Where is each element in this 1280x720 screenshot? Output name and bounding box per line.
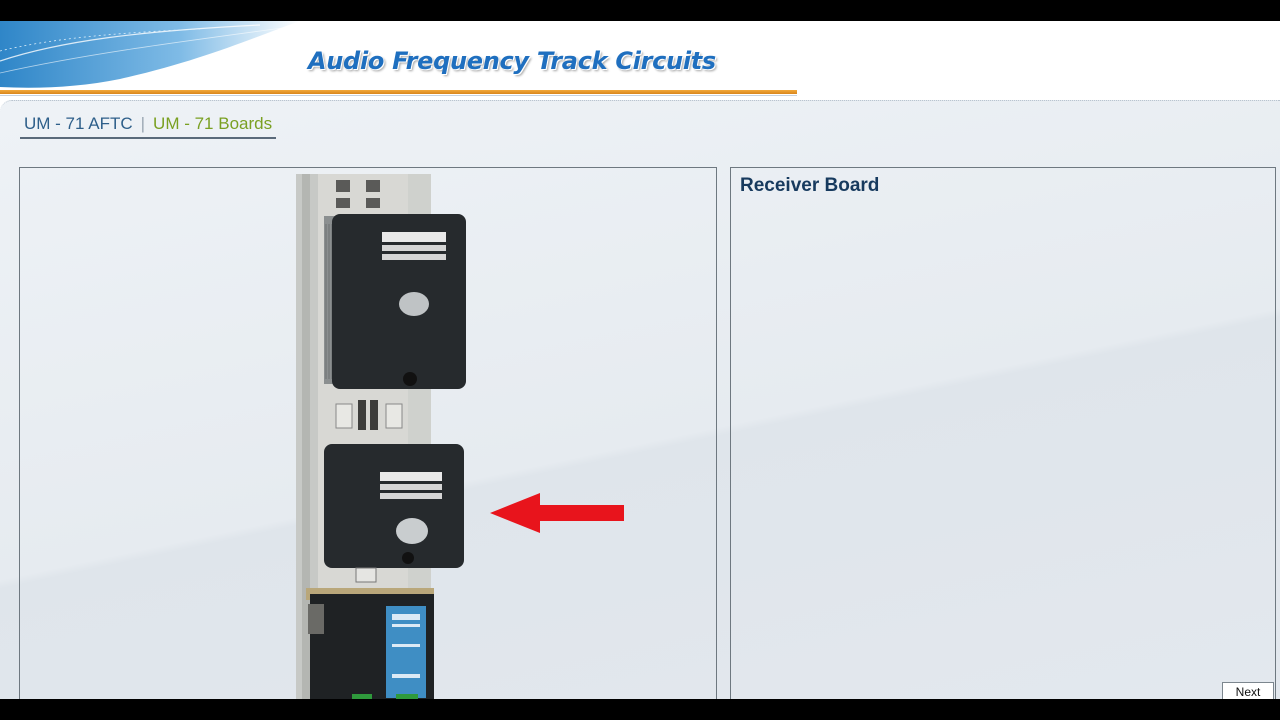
next-button[interactable]: Next <box>1222 682 1274 699</box>
description-panel: Receiver Board <box>730 167 1276 699</box>
um71-rack-image <box>296 174 466 699</box>
panel-title: Receiver Board <box>740 175 880 196</box>
app-title: Audio Frequency Track Circuits <box>308 47 716 75</box>
arrow-left-icon <box>490 493 624 533</box>
banner-wave-graphic <box>0 21 300 88</box>
title-rule-thin <box>0 95 797 96</box>
breadcrumb-current: UM - 71 Boards <box>153 114 273 133</box>
breadcrumb-parent-link[interactable]: UM - 71 AFTC <box>24 114 133 133</box>
app-stage: Audio Frequency Track Circuits UM - 71 A… <box>0 21 1280 699</box>
breadcrumb: UM - 71 AFTC | UM - 71 Boards <box>20 111 277 139</box>
content-area: UM - 71 AFTC | UM - 71 Boards <box>0 100 1280 699</box>
image-panel <box>19 167 717 699</box>
breadcrumb-separator: | <box>140 114 146 133</box>
title-rule <box>0 90 797 94</box>
